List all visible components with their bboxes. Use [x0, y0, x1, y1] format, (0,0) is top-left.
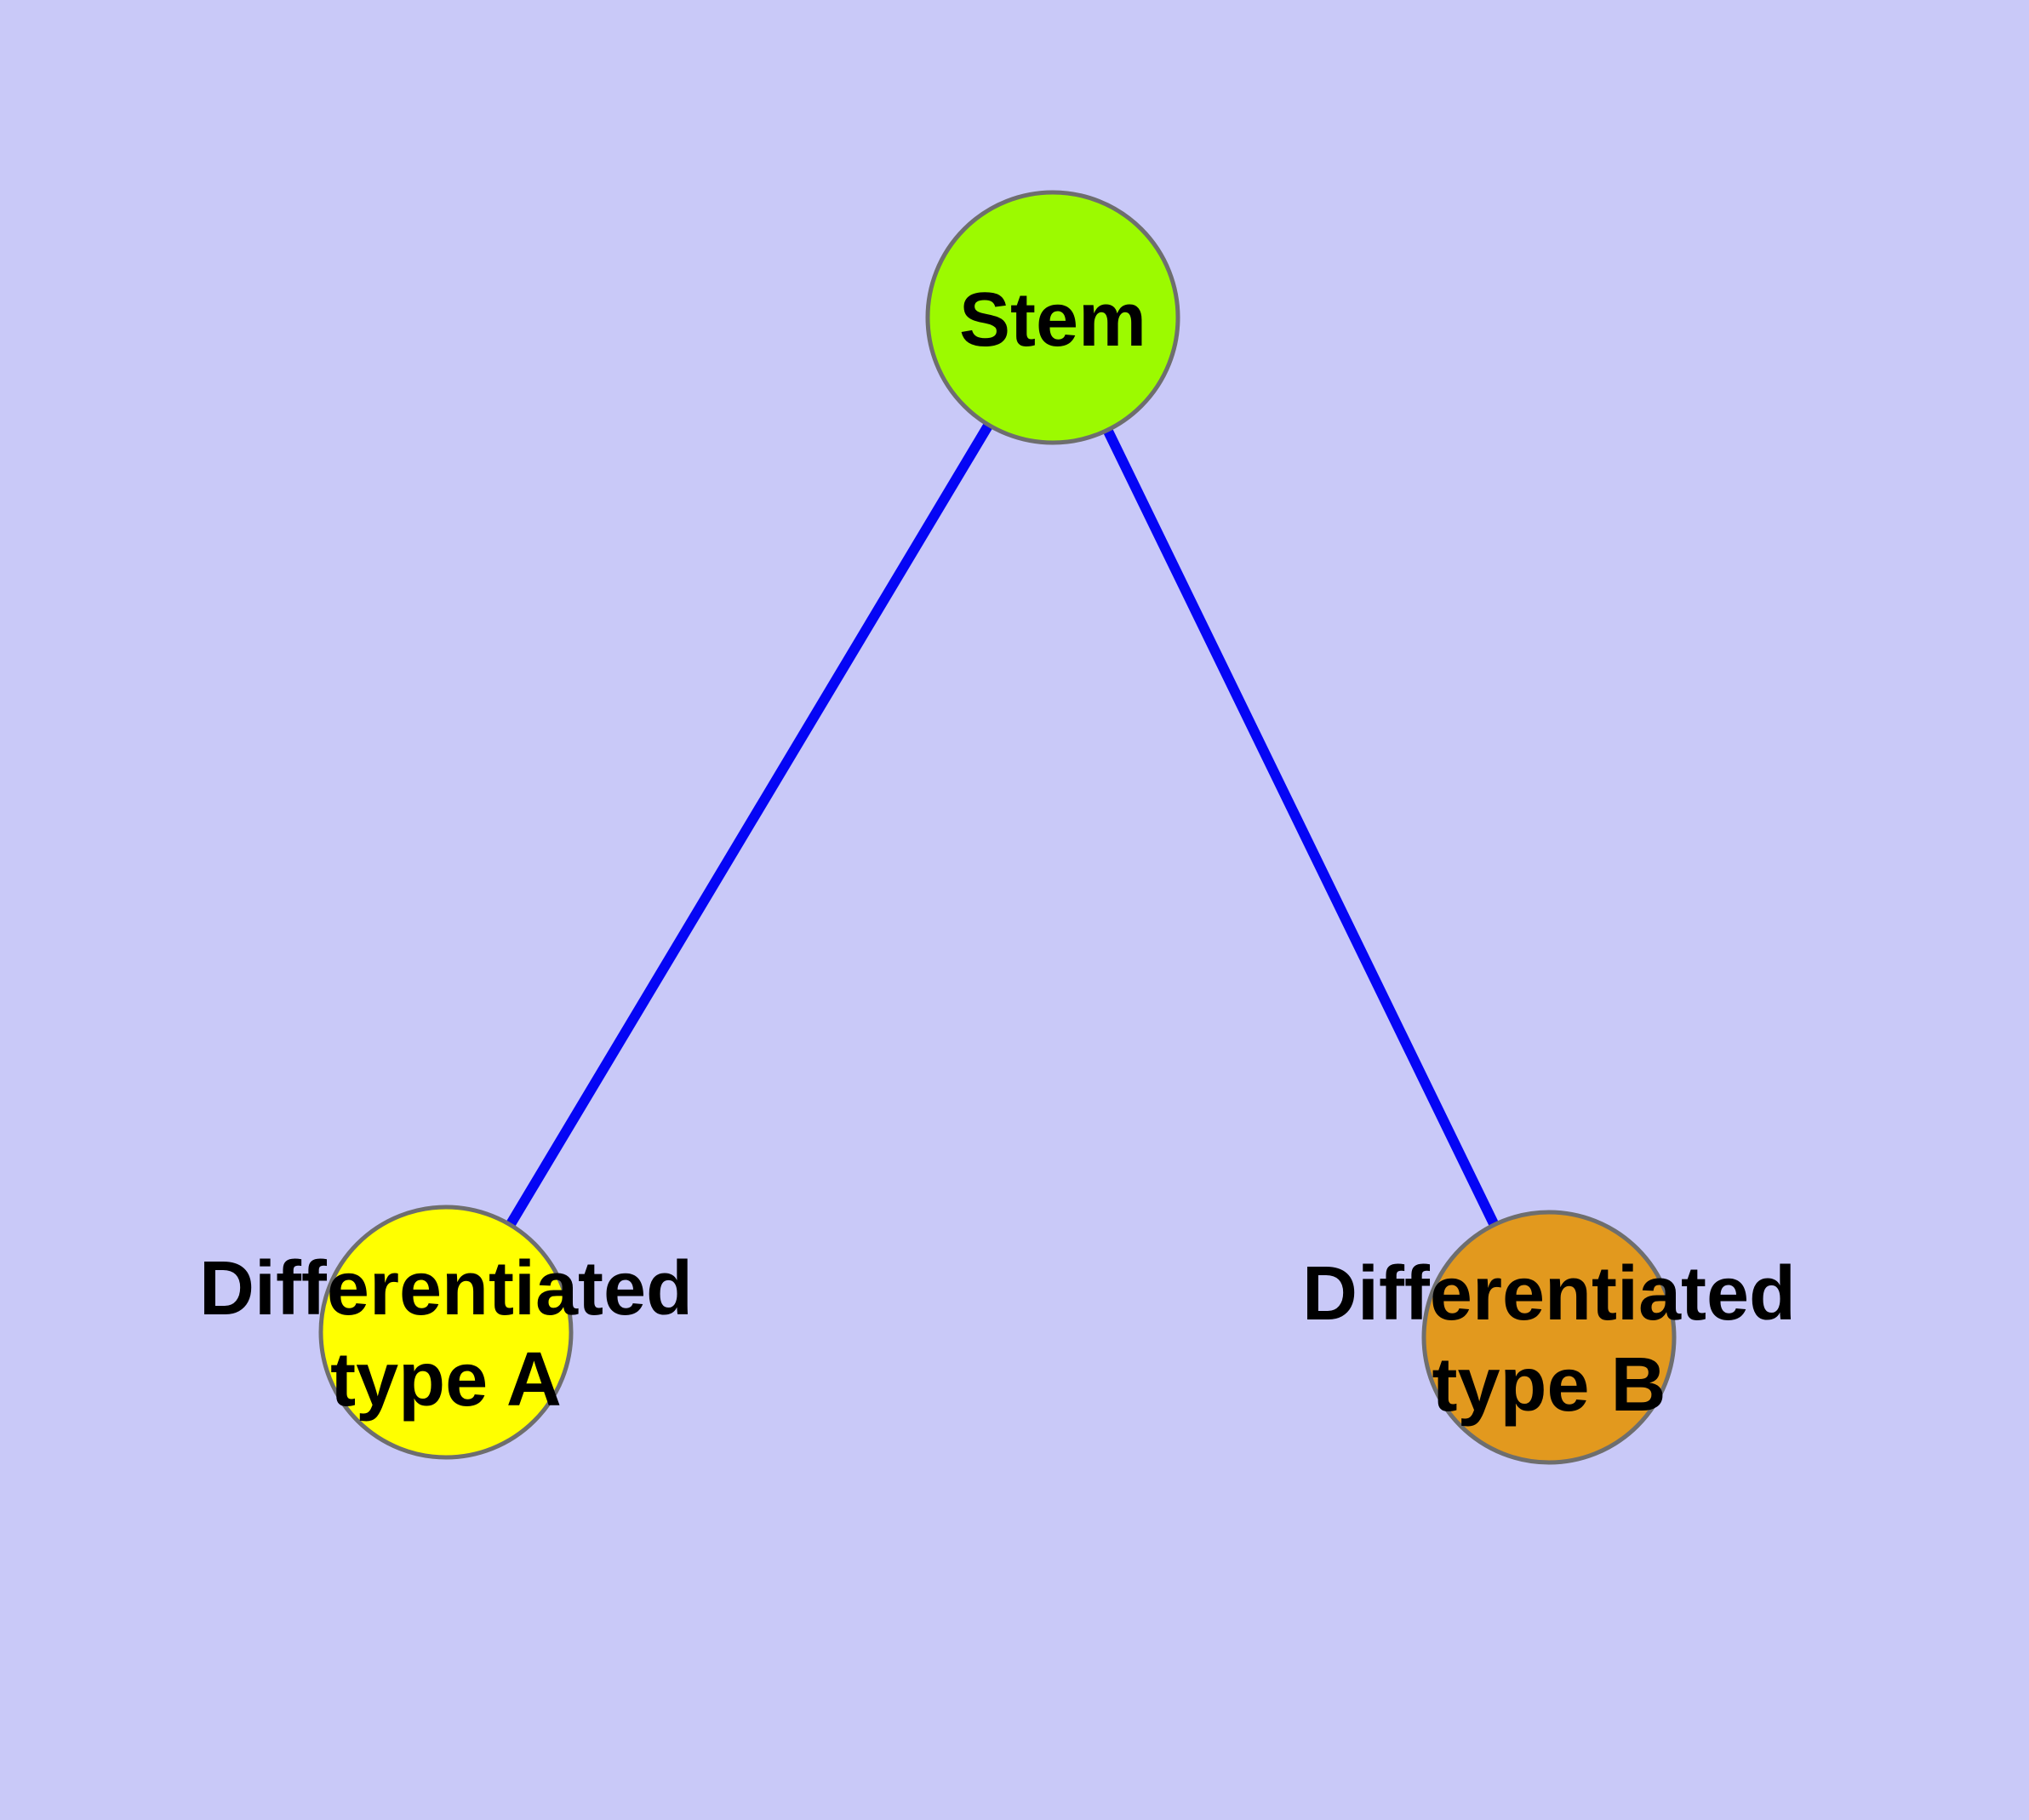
node-differentiated-type-a-label-line1: Differentiated — [199, 1246, 693, 1331]
node-differentiated-type-b-label-line1: Differentiated — [1302, 1251, 1796, 1336]
edge-stem-to-typeA — [441, 314, 1058, 1336]
node-differentiated-type-b — [1421, 1210, 1677, 1465]
node-differentiated-type-a-label-line2: type A — [330, 1337, 562, 1422]
edge-stem-to-typeB — [1048, 315, 1554, 1340]
node-stem-label: Stem — [959, 278, 1146, 363]
node-differentiated-type-b-label-line2: type B — [1432, 1342, 1666, 1428]
node-stem — [925, 190, 1180, 445]
node-differentiated-type-a — [318, 1205, 574, 1460]
